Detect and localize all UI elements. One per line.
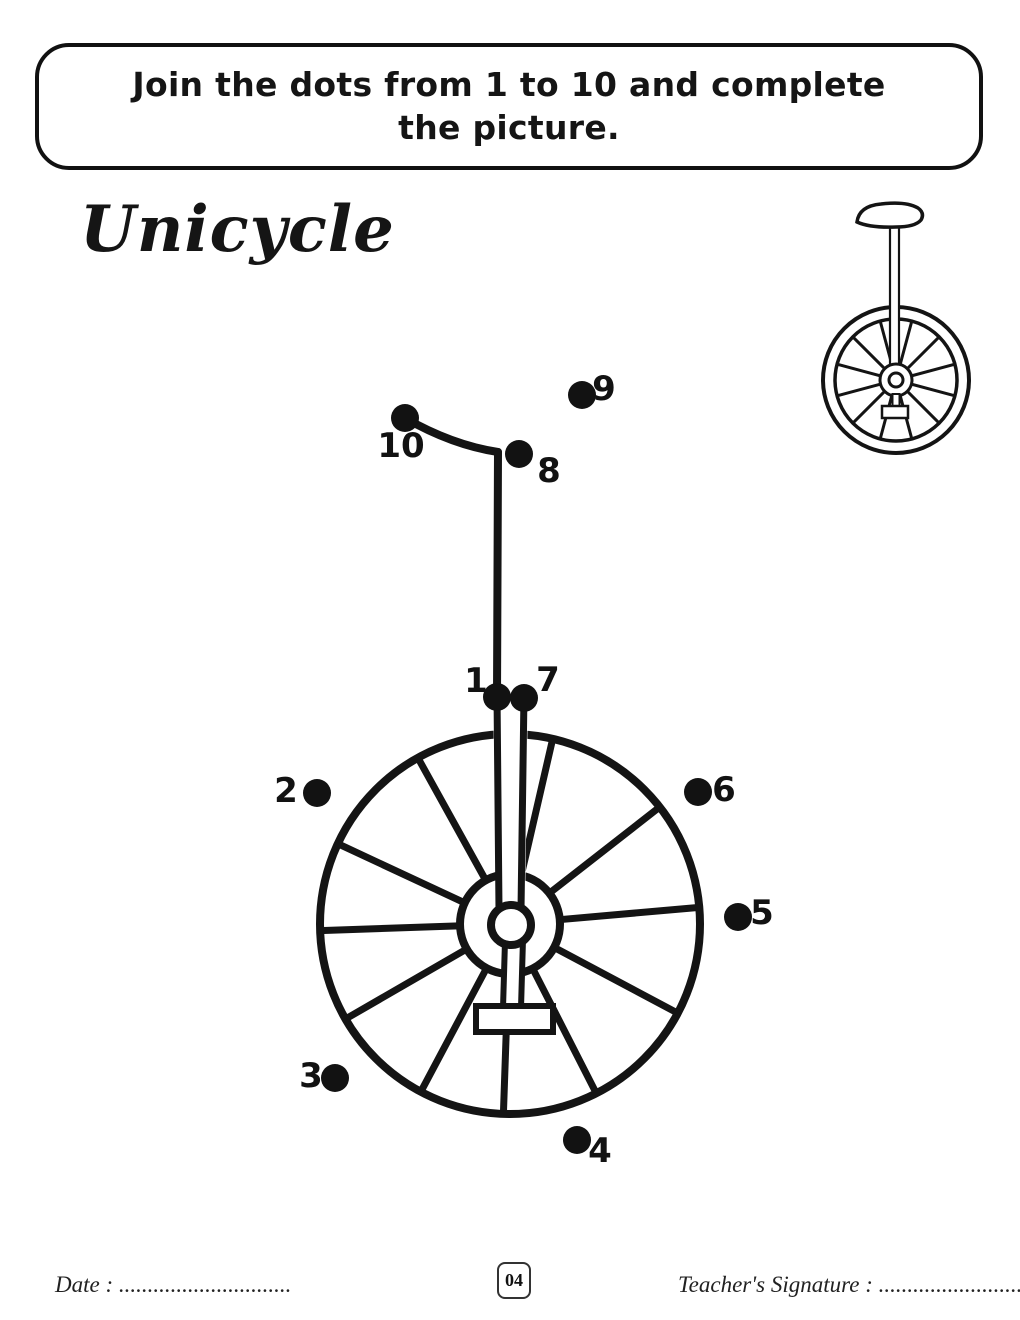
- puzzle-unicycle-outline: [316, 414, 704, 1118]
- instruction-line-1: Join the dots from 1 to 10 and complete: [132, 65, 886, 105]
- dot-9: [568, 381, 596, 409]
- crank: [500, 936, 526, 1011]
- dot-5: [724, 903, 752, 931]
- page-number-badge: 04: [497, 1262, 531, 1299]
- date-line: Date : ..............................: [55, 1272, 292, 1297]
- wheel-spoke: [342, 944, 472, 1023]
- instruction-line-2: the picture.: [398, 107, 620, 147]
- wheel-spoke: [417, 962, 491, 1096]
- wheel-spoke: [548, 943, 682, 1017]
- dot-4: [563, 1126, 591, 1154]
- teacher-signature-line: Teacher's Signature : ..................…: [678, 1272, 1020, 1297]
- fork: [493, 690, 528, 914]
- wheel-spokes: [316, 735, 703, 1118]
- crank-left-edge: [500, 938, 508, 1011]
- dot-3: [321, 1064, 349, 1092]
- dot-label-4: 4: [588, 1131, 612, 1171]
- instruction-banner: Join the dots from 1 to 10 and complete …: [35, 43, 983, 170]
- wheel-spoke: [517, 735, 557, 881]
- dot-label-6: 6: [712, 770, 736, 810]
- fork-right-edge: [517, 690, 528, 914]
- wheel-spoke: [414, 754, 491, 886]
- page-title: Unicycle: [80, 192, 395, 267]
- pedal: [473, 1003, 556, 1035]
- wheel-spoke: [528, 963, 600, 1097]
- dot-label-9: 9: [592, 369, 616, 409]
- dot-10: [391, 404, 419, 432]
- dot-label-10: 10: [377, 426, 425, 466]
- dot-label-7: 7: [536, 660, 560, 700]
- dot-7: [510, 684, 538, 712]
- dot-8: [505, 440, 533, 468]
- dot-label-8: 8: [537, 451, 561, 491]
- dot-label-1: 1: [464, 661, 488, 701]
- dot-6: [684, 778, 712, 806]
- dot-label-5: 5: [750, 893, 774, 933]
- wheel-spoke: [554, 903, 703, 924]
- crank-right-edge: [518, 936, 526, 1011]
- ref-hub-inner: [887, 371, 905, 389]
- wheel-spoke: [334, 840, 470, 908]
- axle-circle: [487, 901, 535, 949]
- ref-pedal: [880, 404, 910, 420]
- dot-label-3: 3: [299, 1056, 323, 1096]
- dot-label-2: 2: [274, 771, 298, 811]
- dot-2: [303, 779, 331, 807]
- fork-left-edge: [493, 690, 503, 914]
- ref-seat: [855, 201, 925, 229]
- wheel-spoke: [544, 803, 664, 898]
- ref-seat-post: [888, 224, 901, 374]
- seat-post: [493, 448, 502, 701]
- dot-1: [483, 683, 511, 711]
- reference-unicycle: [821, 201, 971, 455]
- wheel-spoke: [316, 922, 466, 935]
